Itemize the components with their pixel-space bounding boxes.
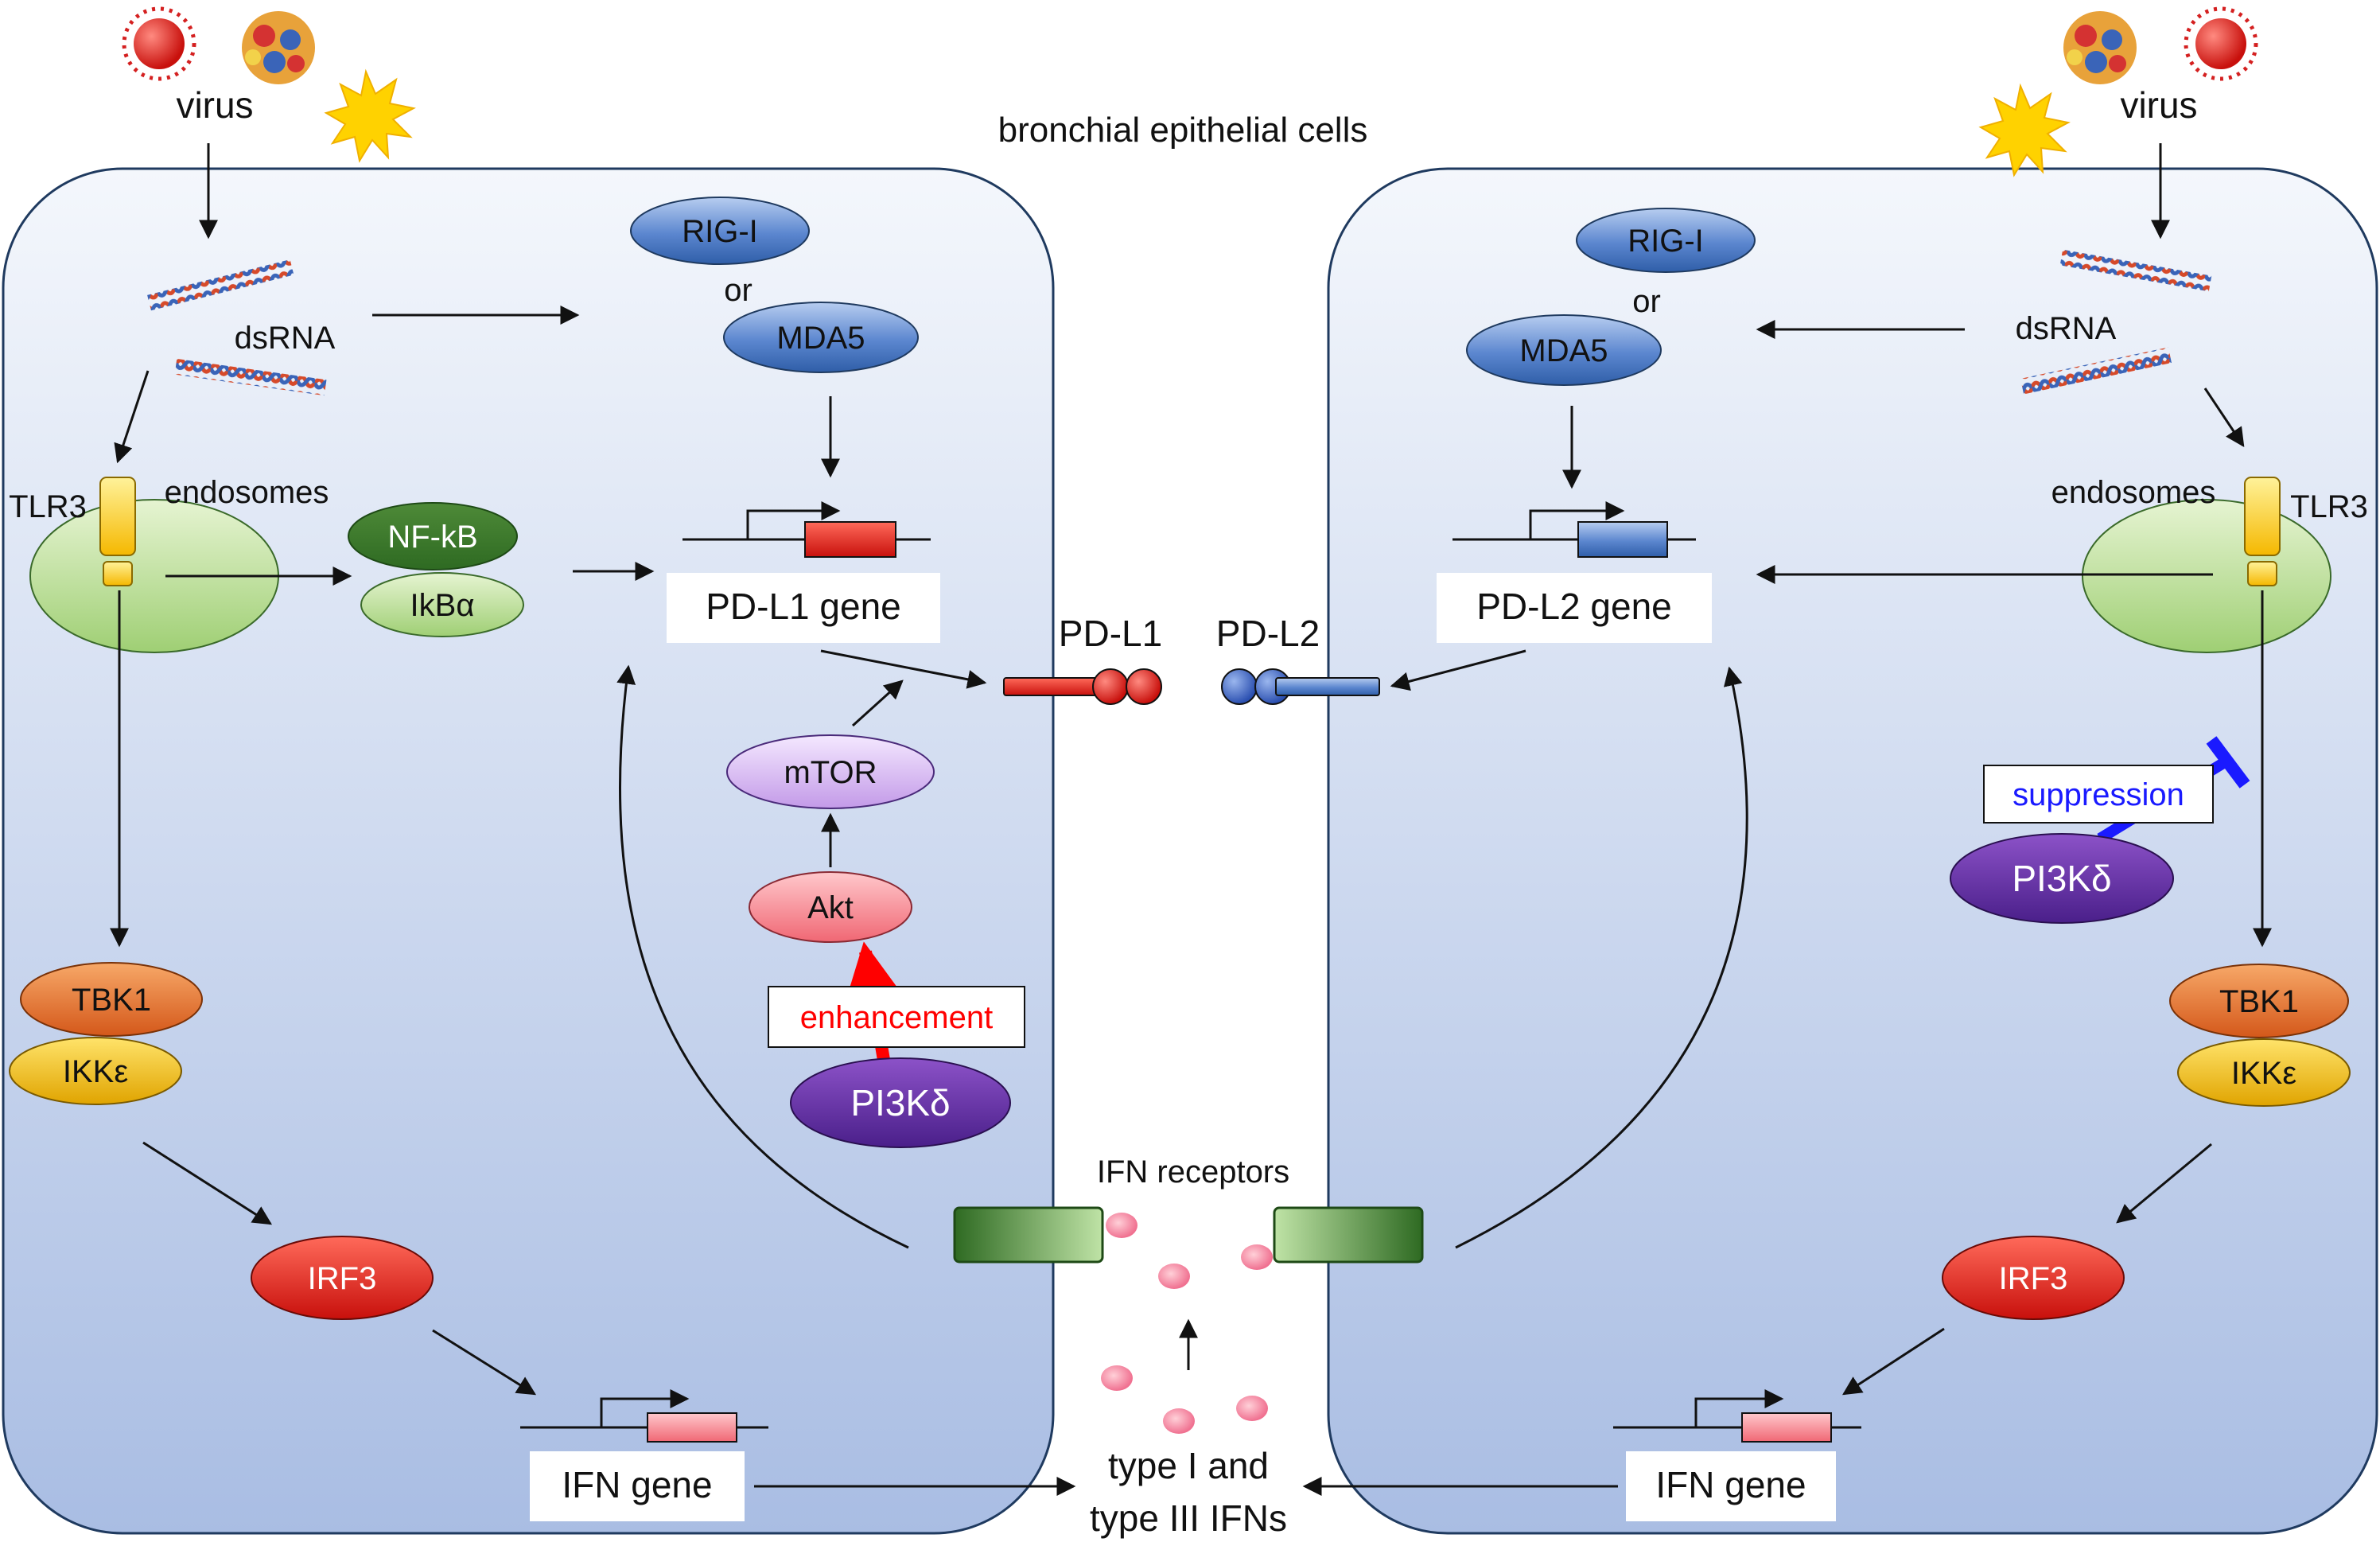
arrow-ikke-irf3-right [2116,1143,2212,1224]
arrow-irf3-ifn-gene-right [1841,1327,1945,1396]
nfkb-node [348,502,518,570]
virus-label-right: virus [2120,84,2197,126]
ifn-gene-box-right [1626,1451,1836,1521]
pi3kd-node-right [1950,833,2174,924]
tbk1-node-left [20,962,203,1037]
suppression-label: suppression [2012,777,2184,812]
virus-icon [122,6,196,81]
pdl1-gene-promoter [682,501,931,558]
arrow-dsrna-tlr3-right [2203,387,2245,447]
virus-particle-icon [242,11,315,84]
pdl2-label: PD-L2 [1216,613,1320,654]
pdl2-gene-box [1437,573,1712,643]
ikba-label: IkBα [410,588,475,623]
ifn-receptor-left [953,1206,1104,1264]
tbk1-label-left: TBK1 [72,983,151,1018]
diagram-title: bronchial epithelial cells [998,111,1368,150]
arrow-irf3-ifn-gene-left [432,1329,537,1396]
mda5-node-right [1466,314,1662,386]
ifns-label-line1: type I and [1108,1445,1269,1486]
mda5-label-left: MDA5 [776,321,865,356]
or-label-right: or [1632,284,1661,319]
ifn-receptor-right [1273,1206,1424,1264]
arrow-ikke-irf3-left [142,1141,273,1225]
tbk1-node-right [2169,964,2349,1038]
pi3kd-label-right: PI3Kδ [2012,858,2111,899]
mtor-node [726,734,935,809]
pi3kd-label-left: PI3Kδ [850,1082,950,1123]
pdl1-gene-box [667,573,940,643]
ikke-node-right [2177,1038,2351,1107]
dsrna-icon [2059,249,2212,292]
virus-icon [2184,6,2258,81]
endosomes-label-right: endosomes [2051,475,2216,510]
enhancement-box [768,986,1025,1048]
ifns-label-line2: type III IFNs [1090,1497,1287,1539]
arrow-dsrna-tlr3-left [114,370,150,464]
rigi-node-right [1576,208,1756,273]
tlr3-domain-right [2247,561,2277,586]
left-cell [2,167,1055,1535]
tlr3-label-right: TLR3 [2290,489,2368,524]
mtor-label: mTOR [784,755,877,790]
rigi-label-right: RIG-I [1628,224,1704,259]
dsrna-label-left: dsRNA [235,321,336,356]
suppression-box [1983,765,2214,824]
ifn-gene-label-left: IFN gene [562,1464,712,1505]
arrow-receptor-pdl2-gene [1455,666,1748,1249]
ifn-gene-label-right: IFN gene [1655,1464,1806,1505]
enhancement-label: enhancement [800,1000,993,1035]
irf3-node-left [251,1236,434,1320]
virus-label-left: virus [176,84,253,126]
mda5-node-left [723,302,919,373]
suppression-bar [2206,736,2250,789]
ikke-label-right: IKKε [2231,1056,2296,1091]
ikke-node-left [9,1037,182,1105]
tbk1-label-right: TBK1 [2219,984,2299,1019]
star-burst-icon [324,68,416,163]
ifn-gene-promoter-left [520,1389,768,1443]
arrow-receptor-pdl1-gene [616,664,909,1249]
tlr3-domain-left [103,561,133,586]
tlr3-receptor-right [2244,477,2281,556]
rigi-label-left: RIG-I [682,214,758,249]
nfkb-label: NF-kB [387,520,477,555]
arrow-mtor-pdl1 [851,679,904,727]
tlr3-receptor-left [99,477,136,556]
mda5-label-right: MDA5 [1519,333,1608,368]
ifn-receptors-label: IFN receptors [1097,1155,1289,1190]
dsrna-icon [147,259,294,311]
ifn-gene-box-left [530,1451,745,1521]
arrow-pdl2-gene-protein [1390,649,1526,691]
virus-particle-icon [2063,11,2137,84]
dsrna-label-right: dsRNA [2016,311,2117,346]
right-cell [1327,167,2378,1535]
dsrna-icon [2020,347,2172,395]
endosomes-label-left: endosomes [165,475,329,510]
ifn-molecules [1101,1213,1273,1434]
arrow-pdl1-gene-protein [820,649,987,689]
or-label-left: or [724,273,752,308]
irf3-label-right: IRF3 [1999,1261,2068,1296]
akt-node [749,871,912,943]
pdl2-gene-label: PD-L2 gene [1476,586,1672,627]
tlr3-label-left: TLR3 [9,489,87,524]
pdl1-protein [1003,668,1162,705]
irf3-node-right [1942,1236,2125,1320]
pdl2-gene-promoter [1452,501,1696,558]
pdl1-label: PD-L1 [1059,613,1162,654]
pdl1-gene-label: PD-L1 gene [706,586,901,627]
dsrna-icon [174,358,327,396]
pi3kd-node-left [790,1057,1011,1148]
irf3-label-left: IRF3 [308,1261,377,1296]
pdl2-protein [1221,668,1380,705]
star-burst-icon [1978,83,2071,177]
ifn-gene-promoter-right [1613,1389,1861,1443]
ikke-label-left: IKKε [63,1054,128,1089]
akt-label: Akt [807,890,854,925]
rigi-node-left [630,197,810,265]
ikba-node [360,572,524,637]
